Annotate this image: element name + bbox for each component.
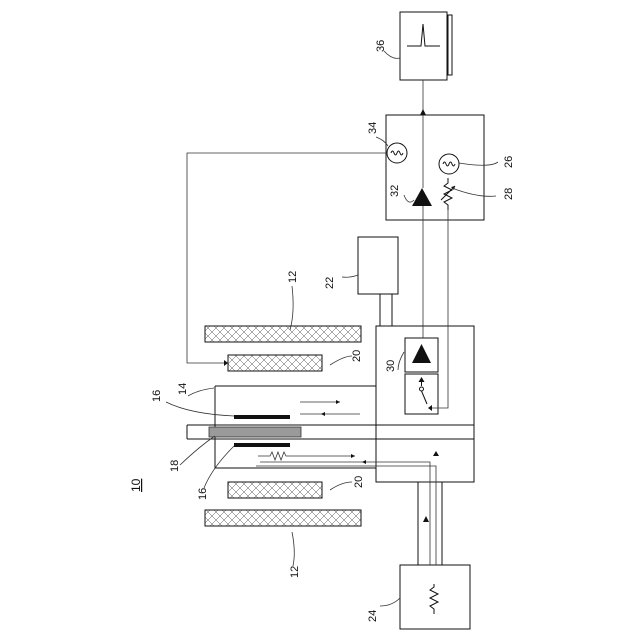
ref-34: 34 <box>367 122 379 134</box>
display-36-stand <box>448 15 452 75</box>
outer-coil-top <box>205 326 361 342</box>
ref-36: 36 <box>375 40 387 52</box>
ref-20-bottom: 20 <box>353 476 365 488</box>
ref-28: 28 <box>503 188 515 200</box>
svg-text:10: 10 <box>129 478 143 492</box>
ref-22: 22 <box>324 277 336 289</box>
ref-12-bottom: 12 <box>289 566 301 578</box>
meter-26 <box>439 154 459 174</box>
amp-switch-30 <box>405 338 438 414</box>
ref-24: 24 <box>367 610 379 622</box>
sample <box>209 427 301 437</box>
inner-coil-bottom <box>228 482 322 498</box>
ref-32: 32 <box>389 185 401 197</box>
figure-label: 10 <box>129 478 143 492</box>
ref-20-top: 20 <box>351 350 363 362</box>
box-24 <box>400 565 470 629</box>
electrode-upper <box>234 415 290 419</box>
outer-coil-bottom <box>205 510 361 526</box>
ref-30: 30 <box>385 360 397 372</box>
ref-16-upper: 16 <box>151 390 163 402</box>
electrode-lower <box>234 443 290 447</box>
meter-34 <box>387 143 407 163</box>
box-22 <box>358 237 398 294</box>
ref-26: 26 <box>503 156 515 168</box>
ref-12-top: 12 <box>287 271 299 283</box>
controller-box <box>386 115 484 220</box>
ref-18: 18 <box>169 460 181 472</box>
ref-16-lower: 16 <box>197 488 209 500</box>
inner-coil-top <box>228 355 322 371</box>
ref-14: 14 <box>177 383 189 395</box>
